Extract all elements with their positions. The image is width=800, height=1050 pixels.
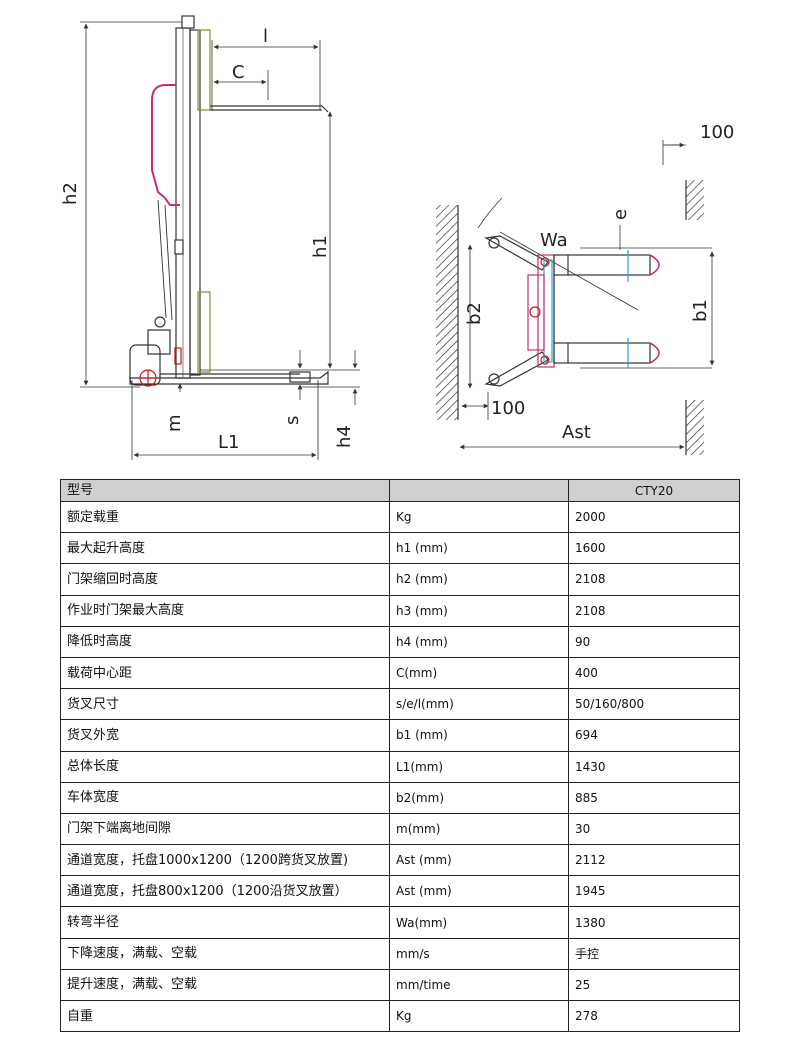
row-name: 额定载重 [60,500,390,534]
header-unit [389,479,569,502]
row-unit: h3 (mm) [389,594,569,627]
row-name: 车体宽度 [60,781,390,814]
row-value: 50/160/800 [568,688,740,721]
row-value: 1380 [568,906,740,939]
row-value: 2112 [568,844,740,877]
row-name: 总体长度 [60,750,390,783]
row-unit: Ast (mm) [389,875,569,908]
row-unit: mm/s [389,937,569,970]
row-value: 手控 [568,937,740,970]
label-h1: h1 [310,235,331,258]
row-name: 最大起升高度 [60,532,390,565]
row-unit: h2 (mm) [389,563,569,596]
row-value: 1600 [568,532,740,565]
row-value: 1945 [568,875,740,908]
header-value: CTY20 [568,479,740,502]
label-m: m [164,414,185,432]
row-name: 降低时高度 [60,625,390,658]
label-100-top: 100 [700,122,734,143]
row-name: 货叉尺寸 [60,688,390,721]
row-name: 自重 [60,999,390,1033]
row-value: 30 [568,812,740,846]
row-value: 2108 [568,563,740,596]
row-unit: b1 (mm) [389,719,569,752]
row-unit: m(mm) [389,812,569,846]
table-row: 通道宽度，托盘1000x1200（1200跨货叉放置)Ast (mm)2112 [60,844,740,877]
row-name: 门架缩回时高度 [60,563,390,596]
label-100-bottom: 100 [491,398,525,419]
row-unit: Kg [389,999,569,1033]
row-unit: h4 (mm) [389,625,569,658]
label-c: C [232,62,245,83]
label-ast: Ast [562,422,591,443]
row-name: 门架下端离地间隙 [60,812,390,846]
top-view [436,140,715,455]
row-name: 作业时门架最大高度 [60,594,390,627]
row-unit: s/e/l(mm) [389,688,569,721]
row-name: 通道宽度，托盘800x1200（1200沿货叉放置） [60,875,390,908]
row-value: 885 [568,781,740,814]
label-b2: b2 [464,302,485,325]
technical-drawing: l C h2 h1 m L1 s h4 [60,15,734,460]
row-name: 下降速度，满载、空载 [60,937,390,970]
row-name: 货叉外宽 [60,719,390,752]
row-unit: Kg [389,500,569,534]
row-value: 694 [568,719,740,752]
row-unit: C(mm) [389,656,569,690]
row-value: 400 [568,656,740,690]
label-s: s [282,416,303,425]
label-l: l [263,26,268,47]
row-name: 提升速度，满载、空载 [60,968,390,1002]
row-value: 25 [568,968,740,1002]
top-view-labels: 100 e Wa b2 b1 100 Ast [464,122,734,443]
row-value: 2000 [568,500,740,534]
row-value: 90 [568,625,740,658]
header-model: 型号 [60,479,390,502]
label-l1: L1 [218,432,239,453]
row-name: 转弯半径 [60,906,390,939]
side-view [80,15,360,460]
table-header-row: 型号 CTY20 [60,479,740,502]
label-b1: b1 [690,299,711,322]
table-row: 通道宽度，托盘800x1200（1200沿货叉放置）Ast (mm)1945 [60,875,740,908]
label-e: e [610,209,631,220]
row-value: 2108 [568,594,740,627]
side-view-labels: l C h2 h1 m L1 s h4 [60,26,355,453]
label-h4: h4 [334,425,355,448]
row-unit: b2(mm) [389,781,569,814]
row-unit: h1 (mm) [389,532,569,565]
row-name: 通道宽度，托盘1000x1200（1200跨货叉放置) [60,844,390,877]
label-wa: Wa [540,230,568,251]
row-unit: L1(mm) [389,750,569,783]
row-name: 载荷中心距 [60,656,390,690]
label-h2: h2 [60,182,81,205]
row-unit: mm/time [389,968,569,1002]
row-value: 278 [568,999,740,1033]
row-value: 1430 [568,750,740,783]
row-unit: Ast (mm) [389,844,569,877]
row-unit: Wa(mm) [389,906,569,939]
